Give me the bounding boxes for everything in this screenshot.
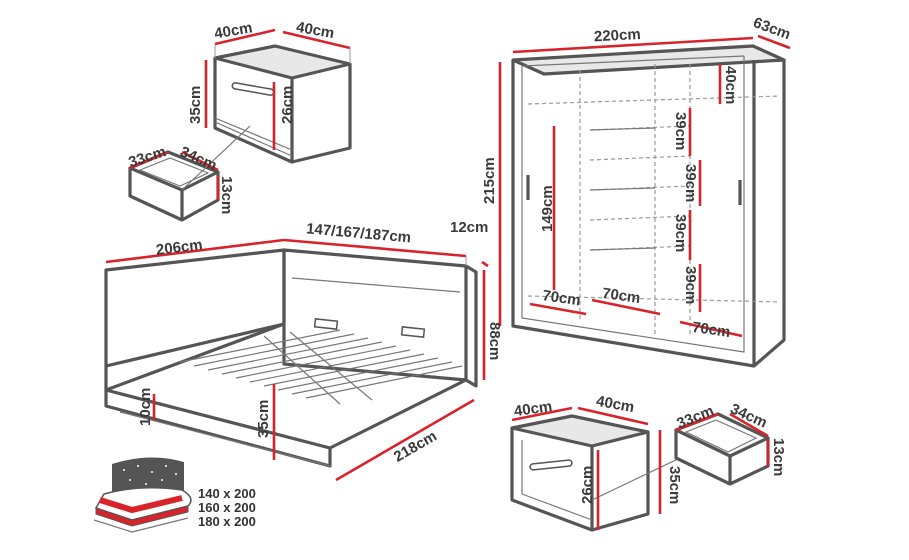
- wardrobe-top-shelf: 40cm: [722, 66, 739, 104]
- wardrobe-height: 215cm: [481, 157, 498, 204]
- wardrobe-shelf-2: 39cm: [682, 164, 699, 202]
- nightstand-bottom-drawer-height: 26cm: [579, 466, 596, 504]
- wardrobe: [498, 34, 791, 368]
- nightstand-bottom: [510, 406, 681, 532]
- bed-length: 206cm: [155, 236, 203, 259]
- mattress-size-3: 180 x 200: [198, 514, 256, 529]
- nightstand-top-drawer-height: 26cm: [279, 86, 296, 124]
- nightstand-top: [204, 28, 352, 164]
- wardrobe-bottom-left: 70cm: [541, 287, 581, 309]
- bed: [104, 238, 489, 482]
- drawer-top: [128, 125, 251, 222]
- mattress-size-1: 140 x 200: [198, 486, 256, 501]
- wardrobe-bottom-right: 70cm: [691, 319, 731, 341]
- bed-leg-height: 10cm: [137, 388, 154, 426]
- bed-headboard-height: 88cm: [486, 322, 503, 360]
- mattress-icon: [93, 457, 192, 533]
- wardrobe-depth: 63cm: [751, 14, 793, 43]
- wardrobe-shelf-1: 39cm: [672, 112, 689, 150]
- bed-headboard-depth: 12cm: [450, 219, 488, 236]
- nightstand-top-height: 35cm: [187, 86, 204, 124]
- wardrobe-shelf-3: 39cm: [672, 214, 689, 252]
- mattress-size-2: 160 x 200: [198, 500, 256, 515]
- wardrobe-bottom-mid: 70cm: [601, 285, 641, 307]
- nightstand-top-depth: 40cm: [295, 19, 336, 42]
- drawer-bottom-depth: 34cm: [728, 400, 770, 431]
- nightstand-bottom-width: 40cm: [513, 398, 553, 420]
- nightstand-bottom-depth: 40cm: [595, 393, 636, 416]
- nightstand-bottom-height: 35cm: [666, 466, 683, 504]
- wardrobe-shelf-4: 39cm: [682, 266, 699, 304]
- drawer-bottom-height: 13cm: [770, 438, 787, 476]
- bed-frame-height: 35cm: [255, 400, 272, 438]
- wardrobe-width: 220cm: [594, 26, 642, 45]
- wardrobe-hanging-height: 149cm: [539, 185, 556, 232]
- drawer-bottom: [674, 412, 770, 486]
- drawer-top-height: 13cm: [218, 176, 235, 214]
- nightstand-top-width: 40cm: [213, 19, 254, 42]
